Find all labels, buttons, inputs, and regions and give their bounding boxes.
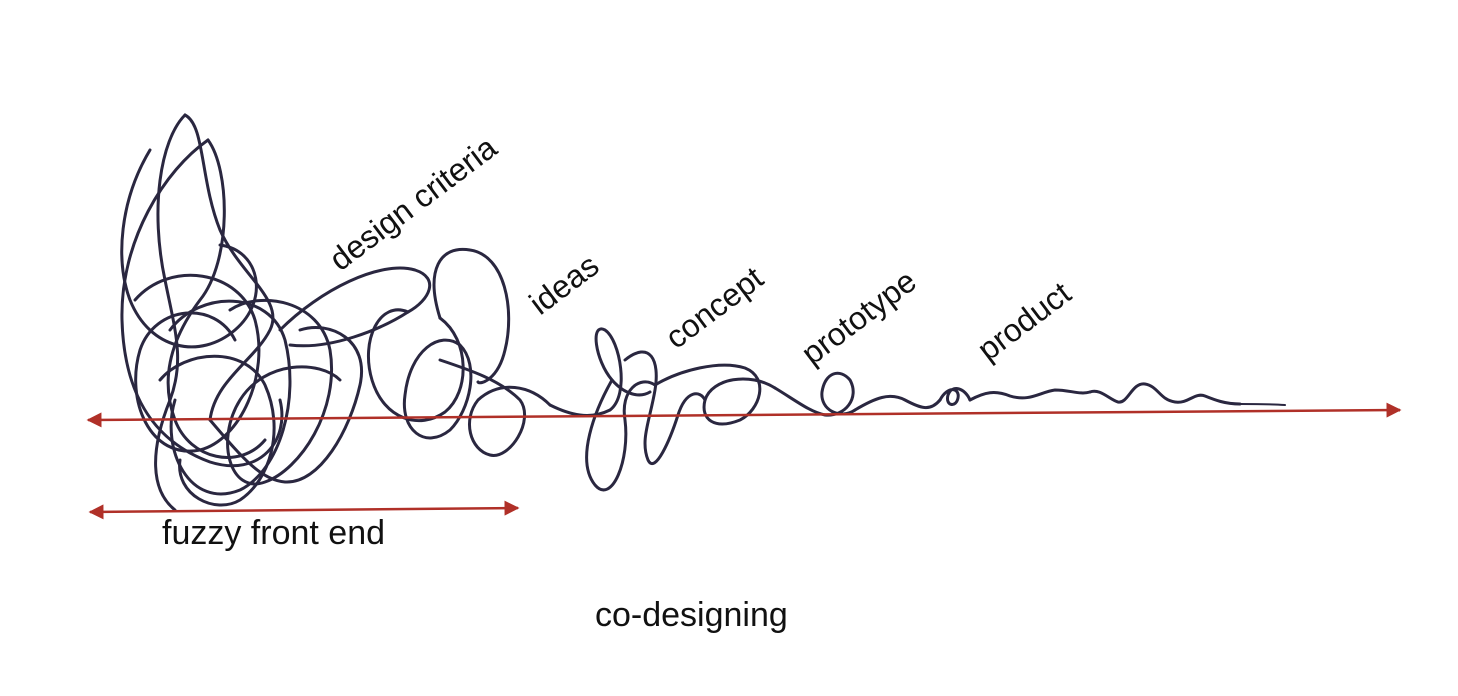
squiggle-ideas-loop-2 [402, 338, 473, 440]
squiggle-ideas-loop-3 [438, 358, 552, 457]
squiggle-tail-fade [1239, 403, 1286, 406]
co-designing-arrow [86, 402, 1402, 428]
squiggle-knot-2 [168, 299, 292, 496]
stage-label-design-criteria: design criteria [323, 129, 504, 278]
squiggle-product-loop-2 [968, 388, 1092, 402]
squiggle-knot-3 [226, 298, 342, 486]
squiggle-tall-loop-3 [120, 138, 284, 468]
design-process-squiggle [120, 113, 1286, 512]
squiggle-knot-1 [133, 273, 261, 453]
squiggle-prototype-loop-2 [773, 371, 857, 417]
co-designing-label: co-designing [595, 596, 788, 634]
squiggle-ideas-loop-1 [432, 247, 511, 385]
squiggle-tail [1088, 382, 1242, 406]
squiggle-prototype-loop-3 [853, 394, 942, 412]
fuzzy-front-end-arrow [88, 500, 520, 520]
squiggle-criteria-loop [278, 266, 432, 348]
squiggle-tall-loop-4 [166, 138, 267, 459]
squiggle-tall-loop-5 [120, 148, 258, 349]
stage-label-ideas: ideas [523, 247, 606, 322]
squiggle-knot-5 [208, 325, 363, 484]
stage-label-concept: concept [659, 259, 770, 355]
squiggle-tall-loop-1 [154, 113, 187, 512]
squiggle-concept-loop-2 [585, 378, 657, 492]
squiggle-knot-4 [158, 354, 276, 507]
fuzzy-front-end-label: fuzzy front end [162, 514, 385, 552]
squiggle-product-loop-1 [938, 387, 972, 406]
stage-label-product: product [971, 275, 1078, 368]
stage-label-prototype: prototype [795, 263, 923, 372]
